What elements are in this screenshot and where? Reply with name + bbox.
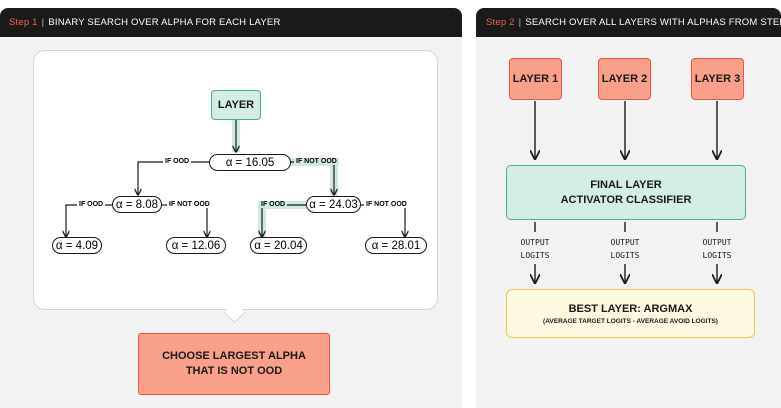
output-logits-2: OUTPUT LOGITS: [595, 236, 655, 262]
layer-root-label: LAYER: [217, 99, 255, 111]
step1-header: Step 1 | BINARY SEARCH OVER ALPHA FOR EA…: [0, 8, 462, 37]
layer1-label: LAYER 1: [512, 73, 559, 85]
layer2-box: LAYER 2: [598, 58, 651, 100]
layer3-label: LAYER 3: [694, 73, 741, 85]
step2-label: Step 2: [486, 17, 515, 28]
layer3-box: LAYER 3: [691, 58, 744, 100]
alpha-leaf-28: α = 28.01: [365, 237, 427, 254]
output-logits-line2: LOGITS: [610, 251, 640, 260]
output-logits-line1: OUTPUT: [610, 238, 640, 247]
best-layer-subtitle: (AVERAGE TARGET LOGITS - AVERAGE AVOID L…: [543, 317, 718, 325]
header-separator: |: [41, 17, 45, 28]
step2-header: Step 2 | SEARCH OVER ALL LAYERS WITH ALP…: [476, 8, 781, 37]
output-logits-line1: OUTPUT: [702, 238, 732, 247]
best-layer-title: BEST LAYER: ARGMAX: [568, 302, 693, 315]
alpha-node-8: α = 8.08: [112, 196, 162, 213]
output-logits-line2: LOGITS: [520, 251, 550, 260]
layer1-box: LAYER 1: [509, 58, 562, 100]
if-not-ood-label: IF NOT OOD: [294, 158, 339, 165]
alpha-node-16: α = 16.05: [209, 154, 291, 171]
step2-title: SEARCH OVER ALL LAYERS WITH ALPHAS FROM …: [525, 17, 781, 28]
if-ood-label: IF OOD: [77, 201, 106, 208]
if-not-ood-label: IF NOT OOD: [167, 201, 212, 208]
output-logits-line1: OUTPUT: [520, 238, 550, 247]
alpha-node-24: α = 24.03: [306, 196, 361, 213]
layer2-label: LAYER 2: [601, 73, 648, 85]
if-ood-label: IF OOD: [259, 201, 288, 208]
alpha-leaf-20: α = 20.04: [250, 237, 307, 254]
output-logits-3: OUTPUT LOGITS: [687, 236, 747, 262]
choose-alpha-box: CHOOSE LARGEST ALPHA THAT IS NOT OOD: [138, 333, 330, 395]
if-ood-label: IF OOD: [163, 158, 192, 165]
classifier-line2: ACTIVATOR CLASSIFIER: [560, 193, 692, 206]
classifier-line1: FINAL LAYER: [590, 178, 662, 191]
choose-alpha-line1: CHOOSE LARGEST ALPHA: [162, 350, 306, 362]
alpha-leaf-4: α = 4.09: [52, 237, 102, 254]
header-separator: |: [518, 17, 522, 28]
output-logits-line2: LOGITS: [702, 251, 732, 260]
step1-label: Step 1: [9, 17, 38, 28]
choose-alpha-line2: THAT IS NOT OOD: [185, 365, 283, 377]
layer-root-node: LAYER: [211, 90, 261, 120]
step1-title: BINARY SEARCH OVER ALPHA FOR EACH LAYER: [48, 17, 281, 28]
if-not-ood-label: IF NOT OOD: [364, 201, 409, 208]
output-logits-1: OUTPUT LOGITS: [505, 236, 565, 262]
alpha-leaf-12: α = 12.06: [166, 237, 226, 254]
activator-classifier-box: FINAL LAYER ACTIVATOR CLASSIFIER: [506, 165, 746, 220]
best-layer-box: BEST LAYER: ARGMAX (AVERAGE TARGET LOGIT…: [506, 289, 755, 338]
